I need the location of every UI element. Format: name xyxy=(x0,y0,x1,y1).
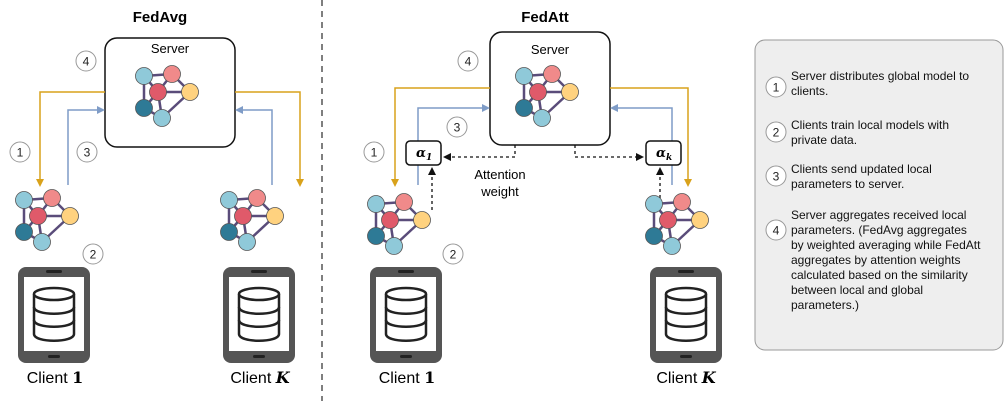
legend-num-1: 1 xyxy=(765,76,787,98)
fedatt-client-1-network-icon xyxy=(366,192,432,256)
fedatt-client-k-phone-icon xyxy=(648,265,724,365)
fedavg-step-3-marker: 3 xyxy=(76,141,98,163)
fedatt-client-1-label: Client 1 xyxy=(379,368,436,387)
fedavg-upload-arrow-left xyxy=(67,106,105,185)
fedavg-title: FedAvg xyxy=(133,9,187,26)
fedavg-download-arrow-left xyxy=(36,91,105,187)
legend-num-4: 4 xyxy=(765,219,787,241)
svg-text:2: 2 xyxy=(90,248,97,262)
svg-text:4: 4 xyxy=(465,55,472,69)
fedavg-step-4-marker: 4 xyxy=(75,50,97,72)
svg-text:α1: α1 xyxy=(416,146,432,163)
fedavg-client-k-phone-icon xyxy=(221,265,297,365)
attention-weight-label-line1: Attention xyxy=(474,167,525,182)
attention-dashed-right xyxy=(574,145,644,161)
fedavg-server-label: Server xyxy=(151,41,190,56)
fedavg-step-1-marker: 1 xyxy=(9,141,31,163)
svg-text:2: 2 xyxy=(450,248,457,262)
fedatt-client-k-network-icon xyxy=(644,192,710,256)
legend-item-1: Server distributes global model to clien… xyxy=(791,69,997,99)
legend-item-4-line-1: Server aggregates received local xyxy=(791,208,967,222)
fedavg-step-2-marker: 2 xyxy=(82,243,104,265)
legend-item-4-line-4: aggregates by attention weights xyxy=(791,253,961,267)
svg-text:4: 4 xyxy=(773,224,780,238)
legend-item-4-line-7: parameters.) xyxy=(791,298,860,312)
legend-item-2-line-1: Clients train local models with xyxy=(791,118,950,132)
legend-item-3: Clients send updated local parameters to… xyxy=(791,162,997,192)
legend-item-3-line-2: parameters to server. xyxy=(791,177,905,191)
svg-text:4: 4 xyxy=(83,55,90,69)
legend-num-3: 3 xyxy=(765,165,787,187)
fedatt-step-2-marker: 2 xyxy=(442,243,464,265)
fedavg-client-1-network-icon xyxy=(14,188,80,252)
svg-text:3: 3 xyxy=(454,121,461,135)
alpha-k-box: αk xyxy=(645,140,682,166)
legend-item-3-line-1: Clients send updated local xyxy=(791,162,932,176)
legend-item-4-line-6: between local and global xyxy=(791,283,924,297)
fedatt-download-arrow-left xyxy=(391,87,490,187)
svg-text:1: 1 xyxy=(17,146,24,160)
svg-text:2: 2 xyxy=(773,126,780,140)
alpha-1-box: α1 xyxy=(405,140,442,166)
legend-item-4-line-2: parameters. (FedAvg aggregates xyxy=(791,223,967,237)
legend-item-1-line-1: Server distributes global model to xyxy=(791,69,970,83)
fedatt-title: FedAtt xyxy=(521,9,569,26)
fedatt-download-arrow-right xyxy=(610,87,692,187)
fedavg-upload-arrow-right xyxy=(235,106,273,185)
fedatt-step-4-marker: 4 xyxy=(457,50,479,72)
attention-weight-label-line2: weight xyxy=(480,184,519,199)
svg-text:αk: αk xyxy=(656,146,672,163)
legend-item-1-line-2: clients. xyxy=(791,84,829,98)
svg-text:3: 3 xyxy=(84,146,91,160)
fedavg-download-arrow-right xyxy=(235,91,304,187)
svg-text:1: 1 xyxy=(773,81,780,95)
fedavg-client-1-label: Client 1 xyxy=(27,368,84,387)
legend-item-2-line-2: private data. xyxy=(791,133,858,147)
attention-dashed-left xyxy=(443,145,516,161)
fedatt-client-k-label: Client K xyxy=(656,368,716,387)
fedavg-client-1-phone-icon xyxy=(16,265,92,365)
svg-text:3: 3 xyxy=(773,170,780,184)
fedatt-step-1-marker: 1 xyxy=(363,141,385,163)
fedavg-client-k-label: Client K xyxy=(230,368,290,387)
fedatt-client-1-phone-icon xyxy=(368,265,444,365)
legend-item-2: Clients train local models with private … xyxy=(791,118,997,148)
fedavg-client-k-network-icon xyxy=(219,188,285,252)
legend-box xyxy=(754,39,1004,351)
legend-num-2: 2 xyxy=(765,121,787,143)
legend-item-4-line-3: by weighted averaging while FedAtt xyxy=(791,238,981,252)
svg-text:1: 1 xyxy=(371,146,378,160)
fedatt-step-3-marker: 3 xyxy=(446,116,468,138)
fedatt-server-label: Server xyxy=(531,42,570,57)
legend-item-4: Server aggregates received local paramet… xyxy=(791,208,997,313)
legend-item-4-line-5: calculated based on the similarity xyxy=(791,268,968,282)
